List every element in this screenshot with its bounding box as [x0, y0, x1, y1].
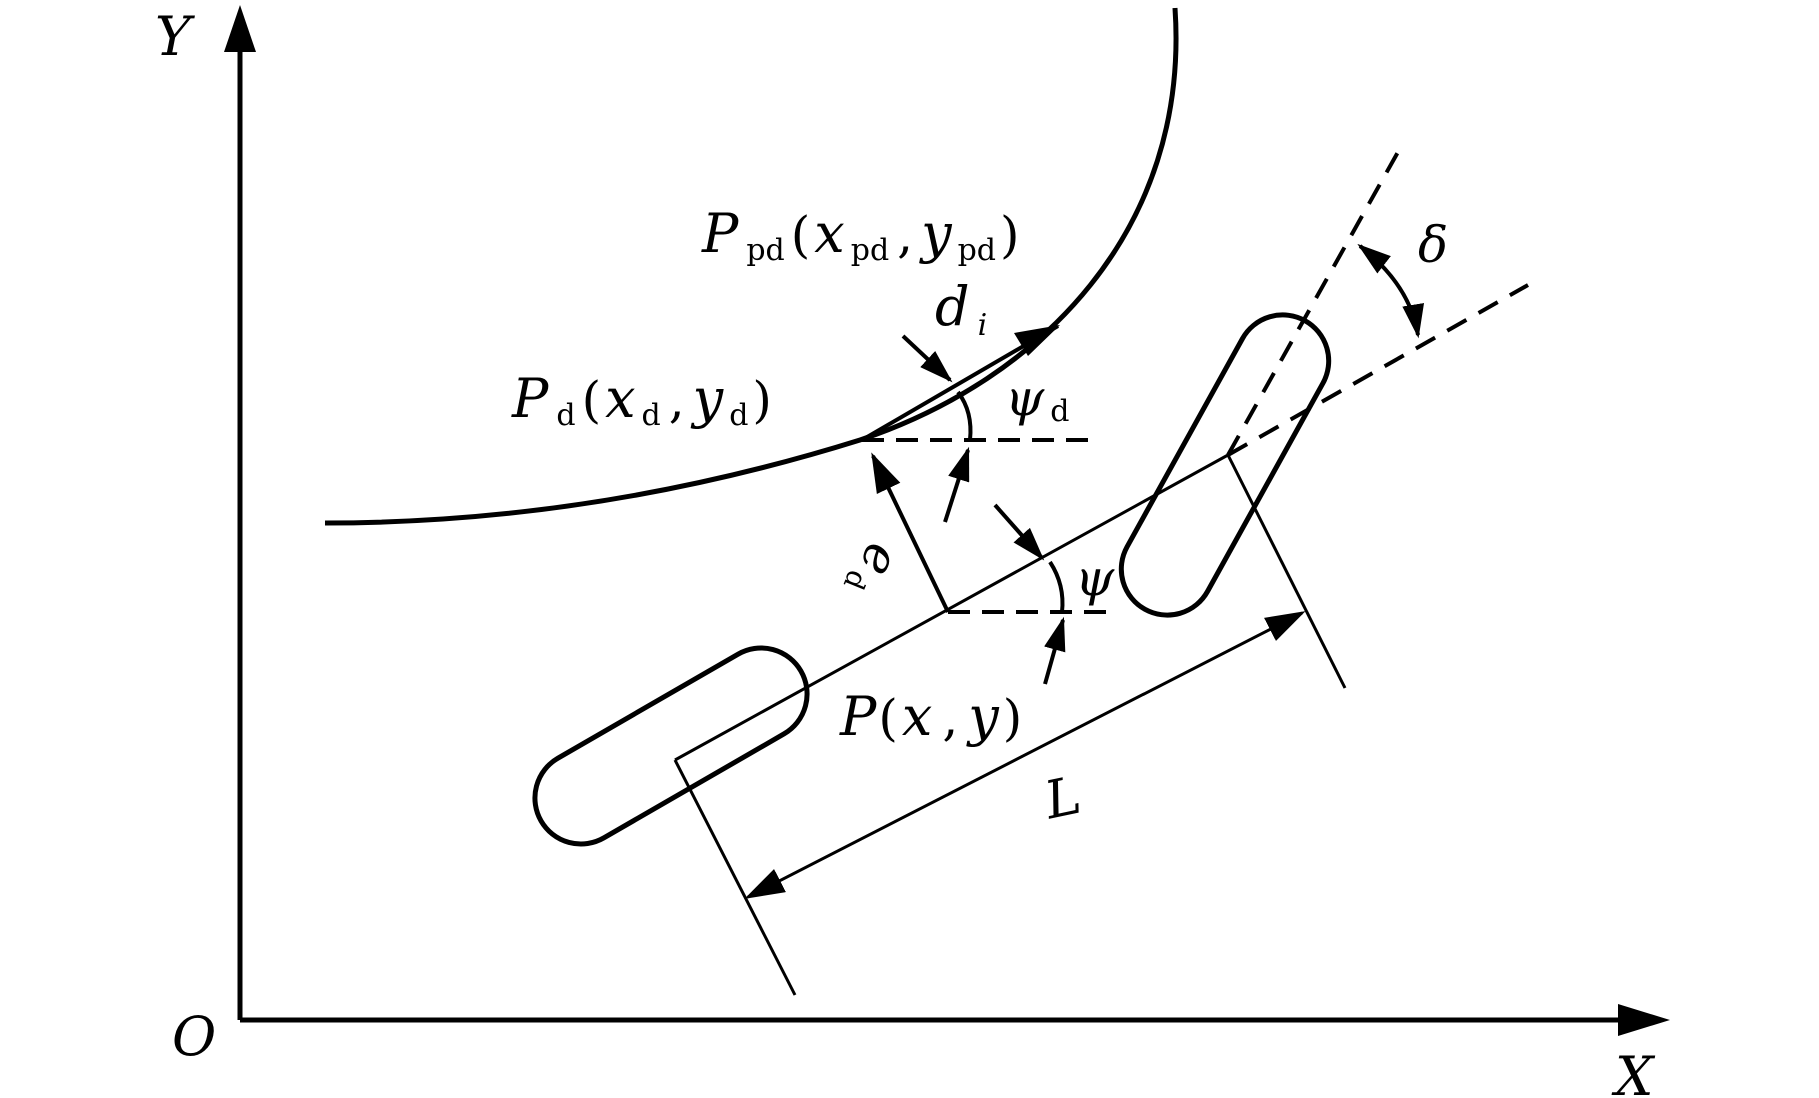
di-indicator-arrow	[901, 334, 953, 383]
steering-angle-arc	[1357, 243, 1425, 339]
y-axis-arrowhead	[224, 5, 256, 52]
tangent-arrowhead	[1014, 325, 1060, 356]
label-psi: ψ	[1075, 549, 1115, 607]
lateral-error-arrow	[871, 452, 950, 613]
steering-direction-dashed	[1226, 151, 1400, 456]
heading-arc	[1048, 560, 1065, 613]
x-axis-arrowhead	[1618, 1004, 1670, 1036]
y-axis-label: Y	[155, 5, 195, 68]
label-delta: δ	[1418, 216, 1448, 274]
front-axle-extension	[1226, 454, 1347, 689]
rear-axle-extension	[673, 759, 797, 996]
psi-arrow-upper	[993, 503, 1045, 561]
front-wheel	[1118, 312, 1332, 618]
svg-text:ed: ed	[837, 534, 913, 605]
psid-arrow-lower	[943, 446, 970, 523]
desired-heading-arc	[956, 390, 973, 441]
vehicle-heading-dashed	[1227, 283, 1529, 457]
label-p: P(x,y)	[839, 685, 1022, 748]
wheelbase-dimension-arrow	[744, 611, 1306, 899]
psi-arrow-lower	[1043, 616, 1066, 685]
label-wheelbase: L	[1039, 766, 1086, 832]
rear-wheel	[532, 645, 810, 847]
origin-label: O	[172, 1005, 216, 1068]
label-ed: ed	[837, 534, 913, 605]
x-axis-label: X	[1611, 1045, 1656, 1098]
desired-path	[324, 7, 1179, 526]
